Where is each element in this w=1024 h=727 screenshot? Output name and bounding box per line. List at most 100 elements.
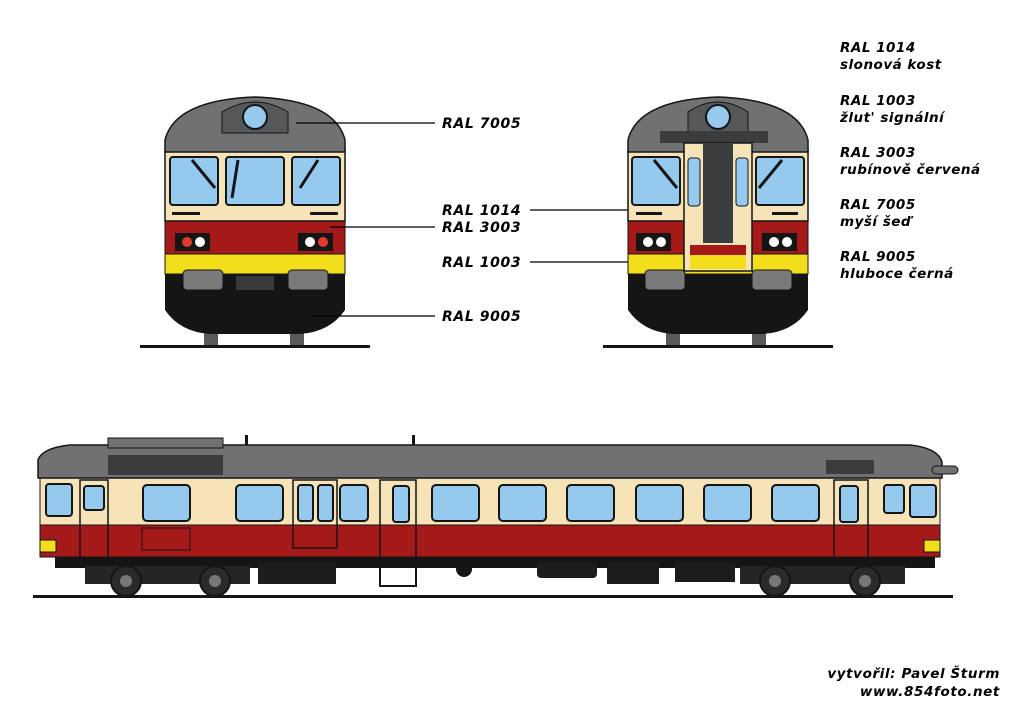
side-cab-door-right bbox=[833, 479, 869, 559]
side-antenna-1 bbox=[245, 435, 248, 445]
rear-door-window-left bbox=[687, 157, 701, 207]
rear-stripe-left bbox=[636, 212, 662, 215]
front-headlight bbox=[242, 104, 268, 130]
side-roof bbox=[37, 444, 943, 479]
side-steps bbox=[379, 565, 417, 587]
side-window-2 bbox=[235, 484, 284, 522]
side-window-4 bbox=[431, 484, 480, 522]
rear-lamp-left-white-2 bbox=[656, 237, 666, 247]
rear-window-left bbox=[631, 156, 681, 206]
front-stripe-left bbox=[172, 212, 200, 215]
callout-front-bottom: RAL 9005 bbox=[442, 309, 521, 325]
callout-front-red: RAL 3003 bbox=[442, 220, 521, 236]
rear-stripe-right bbox=[772, 212, 798, 215]
side-window-8 bbox=[703, 484, 752, 522]
rear-door-red bbox=[690, 245, 746, 255]
legend-code: RAL 3003 bbox=[840, 145, 916, 161]
side-roof-vent bbox=[826, 460, 874, 474]
rear-underframe bbox=[628, 288, 808, 334]
side-window-door-b bbox=[317, 484, 334, 522]
side-window-entrance bbox=[392, 485, 410, 523]
rear-gangway-bellows bbox=[703, 143, 733, 243]
front-coupler bbox=[236, 276, 274, 290]
side-window-door-a bbox=[297, 484, 314, 522]
side-window-door-left bbox=[83, 485, 105, 511]
side-window-1 bbox=[142, 484, 191, 522]
side-window-9 bbox=[771, 484, 820, 522]
credit-author: vytvořil: Pavel Šturm bbox=[827, 666, 1000, 682]
side-roof-grille bbox=[108, 455, 223, 475]
side-roof-hatch bbox=[107, 437, 224, 449]
front-wiper-center bbox=[230, 159, 240, 199]
front-window-center bbox=[225, 156, 285, 206]
side-window-3 bbox=[339, 484, 369, 522]
side-antenna-2 bbox=[412, 435, 415, 445]
front-ground-line bbox=[140, 345, 370, 348]
rear-door-window-right bbox=[735, 157, 749, 207]
legend-item-4: RAL 7005 myší šeď bbox=[840, 197, 916, 231]
rear-gangway-top bbox=[660, 131, 768, 143]
side-windows bbox=[45, 483, 937, 523]
side-horn bbox=[931, 465, 959, 475]
front-window-left bbox=[169, 156, 219, 206]
side-equipment-1 bbox=[258, 562, 336, 584]
side-window-door-right bbox=[839, 485, 859, 523]
legend-code: RAL 9005 bbox=[840, 249, 916, 265]
side-end-yellow-left bbox=[39, 539, 57, 553]
front-view bbox=[140, 96, 370, 348]
side-bogie-left bbox=[85, 565, 250, 597]
side-entrance-door bbox=[379, 479, 417, 561]
legend-name: hluboce černá bbox=[840, 266, 954, 282]
front-underframe bbox=[165, 288, 345, 334]
front-lamp-left-red bbox=[182, 237, 192, 247]
side-window-cab-right-b bbox=[909, 484, 937, 518]
front-buffer-right bbox=[287, 269, 329, 291]
credit-website: www.854foto.net bbox=[859, 684, 1000, 700]
front-lamp-left-white bbox=[195, 237, 205, 247]
front-leader-lines bbox=[296, 122, 435, 317]
side-window-7 bbox=[635, 484, 684, 522]
rear-view bbox=[603, 96, 833, 348]
side-bogie-right bbox=[740, 565, 905, 597]
rear-door-yellow bbox=[690, 255, 746, 269]
side-rail bbox=[33, 595, 953, 598]
side-equipment-3 bbox=[607, 562, 659, 584]
side-hatch bbox=[141, 527, 191, 551]
side-window-cab-right-a bbox=[883, 484, 905, 514]
front-lamp-right-red bbox=[318, 237, 328, 247]
rear-buffer-right bbox=[751, 269, 793, 291]
legend-name: slonová kost bbox=[840, 57, 942, 73]
front-stripe-right bbox=[310, 212, 338, 215]
side-end-yellow-right bbox=[923, 539, 941, 553]
side-window-5 bbox=[498, 484, 547, 522]
rear-lamp-right-white bbox=[769, 237, 779, 247]
side-window-cab-left bbox=[45, 483, 73, 517]
front-wiper-left bbox=[190, 159, 217, 189]
rear-buffer-left bbox=[644, 269, 686, 291]
legend-name: žlut' signální bbox=[840, 110, 945, 126]
rear-headlight bbox=[705, 104, 731, 130]
side-equipment-4 bbox=[675, 562, 735, 582]
legend-item-2: RAL 1003 žlut' signální bbox=[840, 93, 944, 127]
legend-item-3: RAL 3003 rubínově červená bbox=[840, 145, 981, 179]
front-lamp-right-white bbox=[305, 237, 315, 247]
front-wiper-right bbox=[298, 159, 320, 189]
callout-rear-yellow: RAL 1003 bbox=[442, 255, 521, 271]
legend-item-1: RAL 1014 slonová kost bbox=[840, 40, 942, 74]
side-equipment-2 bbox=[537, 562, 597, 578]
side-red-band bbox=[39, 524, 941, 558]
side-window-6 bbox=[566, 484, 615, 522]
side-double-door bbox=[292, 479, 338, 549]
legend-name: myší šeď bbox=[840, 214, 912, 230]
legend-item-5: RAL 9005 hluboce černá bbox=[840, 249, 954, 283]
rear-lamp-left-white bbox=[643, 237, 653, 247]
rear-window-right bbox=[755, 156, 805, 206]
side-view bbox=[33, 435, 959, 598]
side-tank bbox=[456, 561, 472, 577]
legend-name: rubínově červená bbox=[840, 162, 981, 178]
front-window-right bbox=[291, 156, 341, 206]
legend-code: RAL 1003 bbox=[840, 93, 916, 109]
legend-code: RAL 7005 bbox=[840, 197, 916, 213]
